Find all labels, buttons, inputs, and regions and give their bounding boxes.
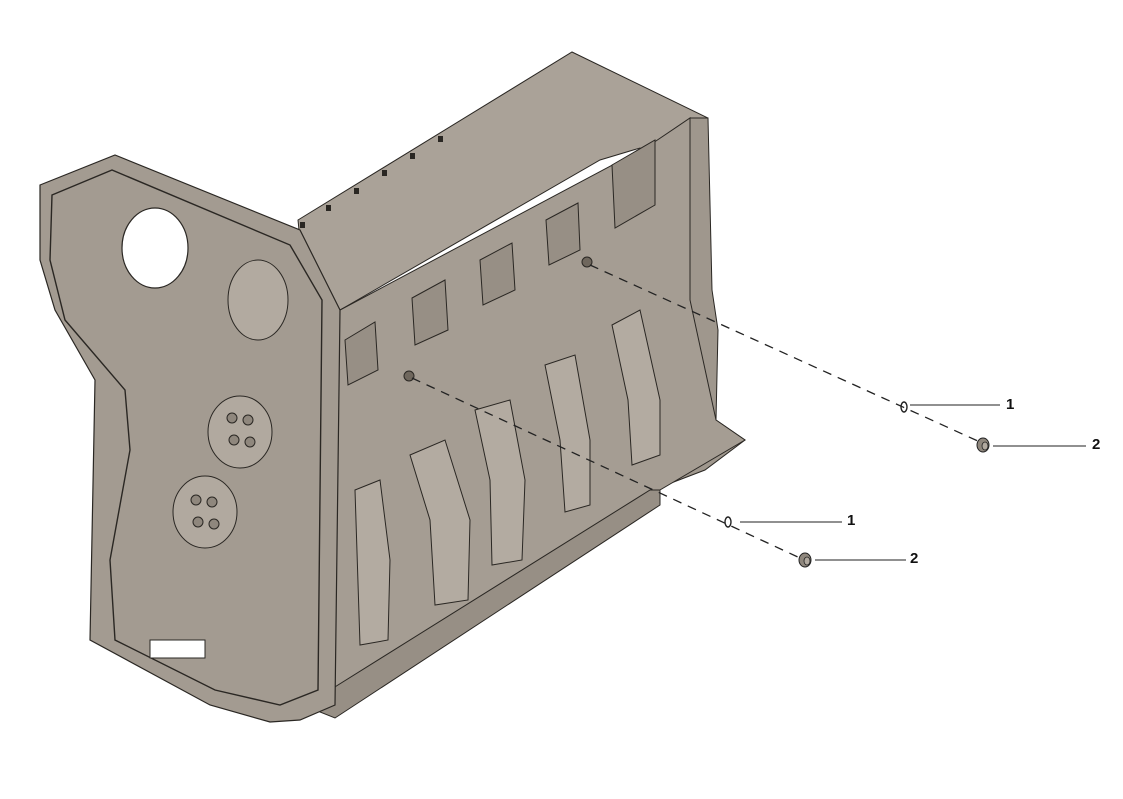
washer-upper — [900, 401, 908, 413]
callout-1-lower: 1 — [847, 512, 856, 529]
assembly-line-upper — [589, 264, 981, 443]
upper-pockets — [344, 139, 656, 386]
callout-2-upper: 2 — [1092, 436, 1101, 453]
assembly-line-lower — [411, 377, 801, 559]
washer-lower — [724, 516, 732, 528]
gear-hub-upper — [207, 395, 273, 469]
side-ribs — [354, 309, 661, 646]
lower-window — [149, 639, 206, 659]
plug-upper — [976, 437, 990, 453]
gear-hub-lower — [172, 475, 238, 549]
gear-housing — [39, 154, 341, 723]
gasket-outline — [49, 169, 323, 706]
upper-bore-left — [121, 207, 189, 289]
top-notches — [300, 136, 443, 228]
callout-2-lower: 2 — [910, 550, 919, 567]
upper-bore-right — [227, 259, 289, 341]
plug-hole-upper — [581, 256, 593, 268]
plug-lower — [798, 552, 812, 568]
callout-1-upper: 1 — [1006, 396, 1015, 413]
plug-hole-lower — [403, 370, 415, 382]
